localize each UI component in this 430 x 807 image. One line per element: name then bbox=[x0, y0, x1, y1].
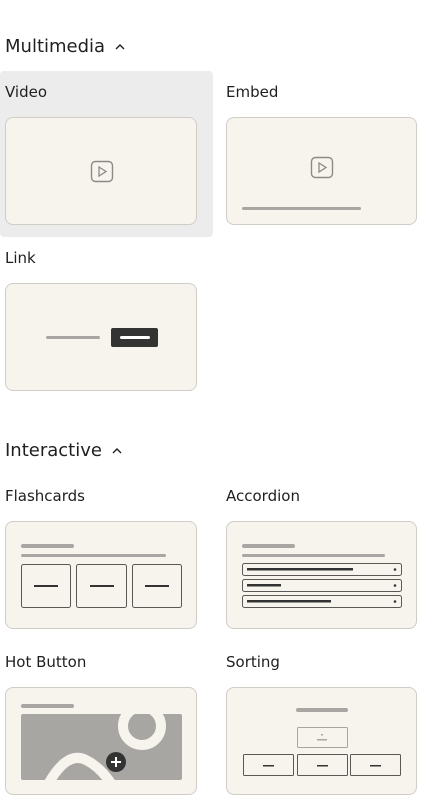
accordion-preview bbox=[242, 544, 402, 608]
section-title: Interactive bbox=[5, 440, 102, 461]
block-card-hot-button[interactable] bbox=[5, 687, 197, 795]
flashcards-preview bbox=[21, 544, 182, 608]
block-label-link: Link bbox=[5, 249, 36, 267]
block-card-link[interactable] bbox=[5, 283, 197, 391]
link-button-icon bbox=[46, 328, 158, 347]
play-icon bbox=[310, 156, 334, 179]
block-card-video[interactable] bbox=[5, 117, 197, 225]
block-card-sorting[interactable] bbox=[226, 687, 417, 795]
sorting-preview bbox=[243, 708, 401, 776]
block-label-accordion: Accordion bbox=[226, 487, 300, 505]
block-label-video: Video bbox=[5, 83, 48, 101]
block-label-embed: Embed bbox=[226, 83, 279, 101]
chevron-up-icon bbox=[115, 43, 125, 49]
section-title: Multimedia bbox=[5, 36, 106, 57]
hot-button-preview bbox=[21, 704, 182, 780]
play-icon bbox=[90, 160, 114, 183]
block-card-embed[interactable] bbox=[226, 117, 417, 225]
section-header-interactive[interactable]: Interactive bbox=[5, 440, 124, 461]
block-label-hot-button: Hot Button bbox=[5, 653, 87, 671]
chevron-up-icon bbox=[112, 447, 122, 453]
embed-preview bbox=[242, 156, 361, 210]
block-card-flashcards[interactable] bbox=[5, 521, 197, 629]
block-label-sorting: Sorting bbox=[226, 653, 280, 671]
section-header-multimedia[interactable]: Multimedia bbox=[5, 36, 127, 57]
block-label-flashcards: Flashcards bbox=[5, 487, 85, 505]
block-card-accordion[interactable] bbox=[226, 521, 417, 629]
